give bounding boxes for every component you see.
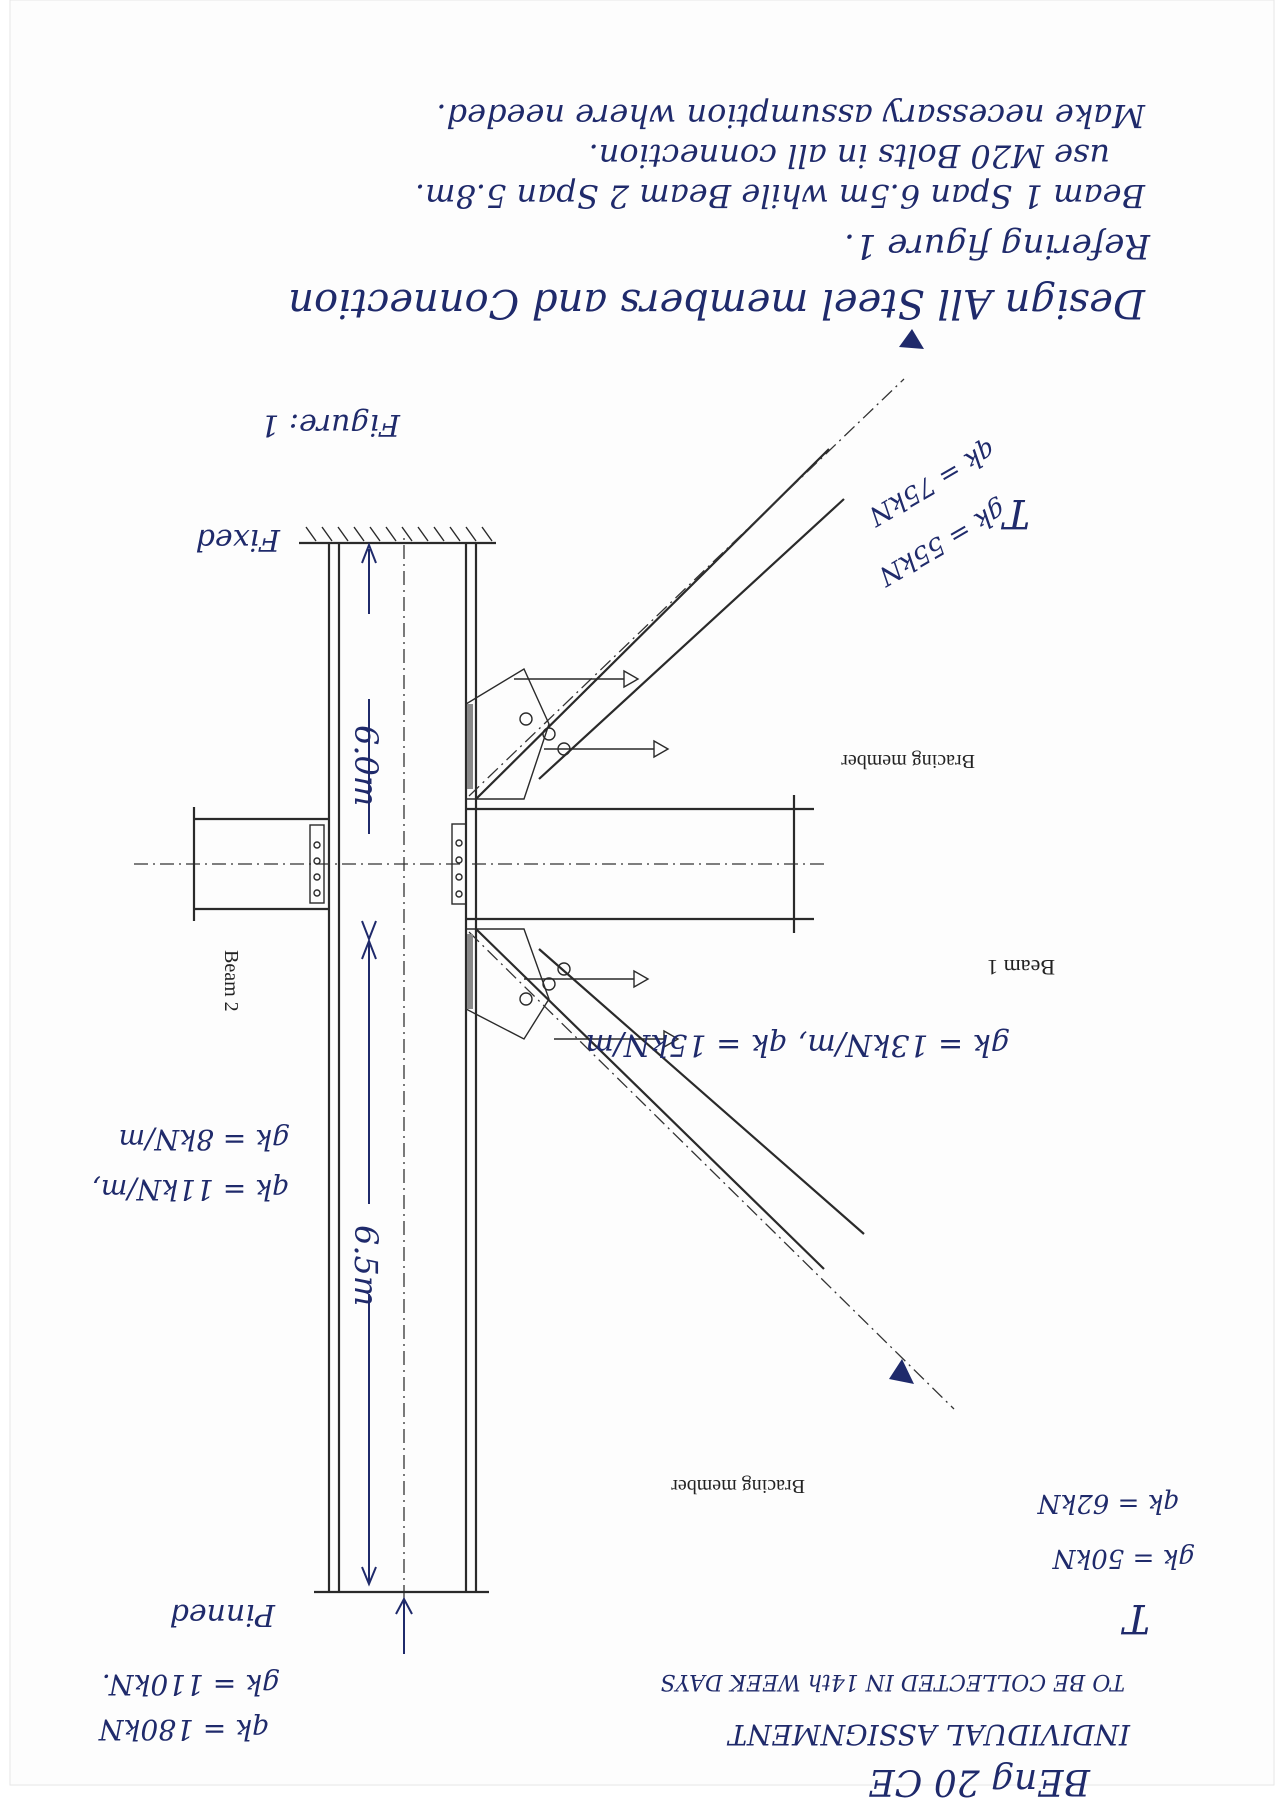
notes-block: Design All Steel members and Connection …: [288, 97, 1151, 326]
dimension-upper: 6.0m: [347, 725, 385, 806]
support-pinned-label: Pinned: [170, 1597, 276, 1632]
bracing-member-lower: [465, 928, 955, 1410]
beam-2-label: Beam 2: [220, 950, 242, 1012]
note-line-5: Make necessary assumption where needed.: [436, 97, 1146, 135]
beam-2-load-g: gk = 8kN/m: [119, 1123, 290, 1156]
bracing-label-upper: Bracing member: [841, 750, 975, 772]
beam-1: [134, 795, 824, 933]
tension-mark-lower: T: [1120, 1595, 1150, 1641]
fixed-support: [299, 526, 496, 545]
note-line-4: use M20 Bolts in all connection.: [589, 137, 1110, 175]
beam-1-load: gk = 13kN/m, qk = 15kN/m: [585, 1027, 1010, 1062]
tension-mark-upper: T: [1000, 490, 1030, 536]
column-load-q: qk = 180kN: [97, 1713, 270, 1746]
course-title: BEng 20 CE: [869, 1761, 1091, 1799]
dimension-lower: 6.5m: [347, 1225, 385, 1306]
brace-load-arrows: [395, 329, 924, 1654]
beam-2: [192, 807, 329, 921]
beam-1-label: Beam 1: [987, 955, 1055, 980]
lower-brace-load-g: gk = 50kN: [1051, 1543, 1195, 1573]
assignment-title: INDIVIDUAL ASSIGNMENT: [726, 1718, 1131, 1751]
column-load-g: gk = 110kN.: [102, 1668, 280, 1701]
column-dimension-lines: [361, 542, 377, 1587]
support-fixed-label: Fixed: [196, 522, 281, 557]
figure-caption: Figure: 1: [260, 407, 401, 442]
assignment-header: BEng 20 CE INDIVIDUAL ASSIGNMENT TO BE C…: [660, 1669, 1131, 1799]
note-line-3: Beam 1 Span 6.5m while Beam 2 Span 5.8m.: [415, 177, 1146, 215]
note-line-1: Design All Steel members and Connection: [288, 280, 1146, 326]
lower-brace-load-q: qk = 62kN: [1036, 1488, 1180, 1518]
weld-symbols: [514, 669, 680, 1049]
bracing-member-upper: [465, 378, 905, 800]
bracing-label-lower: Bracing member: [671, 1475, 805, 1497]
note-line-2: Refering figure 1.: [844, 226, 1151, 266]
deadline-text: TO BE COLLECTED IN 14th WEEK DAYS: [660, 1669, 1125, 1694]
beam-2-load-q: qk = 11kN/m,: [92, 1173, 290, 1206]
